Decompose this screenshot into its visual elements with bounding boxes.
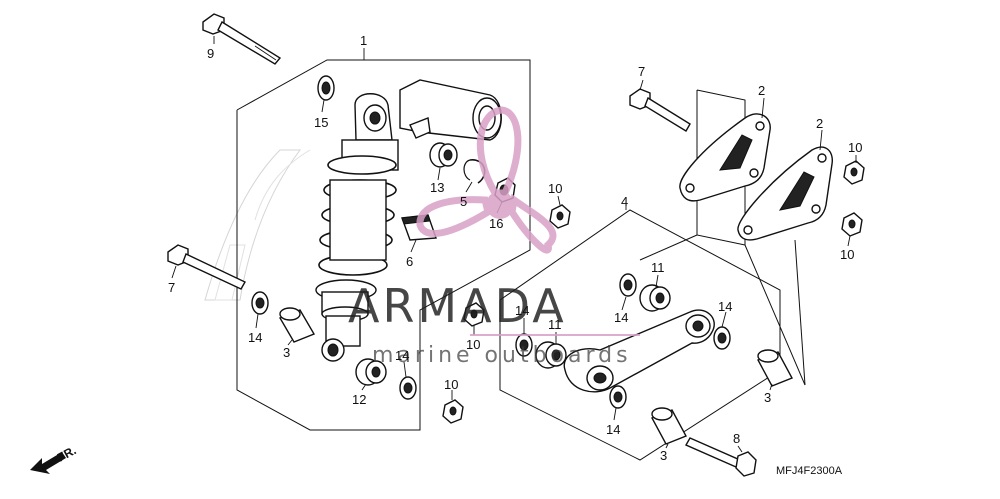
leader-lines <box>171 36 857 453</box>
nut-10-d <box>843 160 865 185</box>
assembly-box-1 <box>236 59 531 431</box>
watermark-tagline: marine outboards <box>372 343 632 368</box>
callout-9: 9 <box>207 46 214 61</box>
callout-3c: 3 <box>660 448 667 463</box>
callout-numbers: 1 2 2 3 3 3 4 5 6 7 7 8 9 10 10 10 10 10… <box>168 33 862 463</box>
callout-11b: 11 <box>548 317 562 332</box>
callout-2: 2 <box>758 83 765 98</box>
background-emblem <box>204 149 311 301</box>
shock-link-4 <box>563 309 715 393</box>
callout-4: 4 <box>621 194 628 209</box>
callout-5: 5 <box>460 194 467 209</box>
watermark-brand: ARMADA <box>348 279 567 333</box>
washer-14-f <box>609 385 627 409</box>
bearing-11-a <box>639 284 671 312</box>
watermark-logo <box>416 106 640 336</box>
nut-10-a <box>549 204 571 229</box>
callout-8: 8 <box>733 431 740 446</box>
callout-10e: 10 <box>444 377 458 392</box>
callout-10: 10 <box>548 181 562 196</box>
callout-7b: 7 <box>638 64 645 79</box>
callout-1: 1 <box>360 33 367 48</box>
callout-11: 11 <box>651 260 665 275</box>
collar-3-a <box>278 307 316 343</box>
callout-14: 14 <box>248 330 262 345</box>
callout-15: 15 <box>314 115 328 130</box>
callout-6: 6 <box>406 254 413 269</box>
callout-14c: 14 <box>515 303 529 318</box>
callout-13: 13 <box>430 180 444 195</box>
callout-10b: 10 <box>848 140 862 155</box>
washer-14-a <box>251 291 269 315</box>
washer-14-d <box>619 273 637 297</box>
bolt-8 <box>685 437 757 477</box>
callout-14d: 14 <box>614 310 628 325</box>
bolt-7-right <box>629 88 691 132</box>
collar-3-c <box>651 407 687 445</box>
bolt-7-left <box>167 244 246 290</box>
callout-7: 7 <box>168 280 175 295</box>
diagram-code: MFJ4F2300A <box>776 465 843 477</box>
callout-12: 12 <box>352 392 366 407</box>
callout-14e: 14 <box>718 299 732 314</box>
bearing-12 <box>355 358 387 386</box>
callout-3: 3 <box>283 345 290 360</box>
bracket-2-a <box>679 113 771 202</box>
washer-15 <box>317 75 335 101</box>
callout-14b: 14 <box>395 348 409 363</box>
bushing-13 <box>429 142 458 168</box>
callout-16: 16 <box>489 216 503 231</box>
collar-3-b <box>757 349 793 387</box>
callout-10d: 10 <box>466 337 480 352</box>
washer-14-e <box>713 326 731 350</box>
nut-10-c <box>442 399 464 424</box>
callout-14f: 14 <box>606 422 620 437</box>
bearing-11-b <box>535 341 567 369</box>
bracket-2-b <box>737 146 833 241</box>
nut-10-e <box>841 212 863 237</box>
callout-3b: 3 <box>764 390 771 405</box>
rear-shock-absorber <box>315 79 502 362</box>
nut-10-b <box>463 302 485 327</box>
callout-10c: 10 <box>840 247 854 262</box>
callout-2b: 2 <box>816 116 823 131</box>
washer-14-b <box>399 376 417 400</box>
bolt-9 <box>202 13 282 65</box>
front-direction-arrow: FR. <box>30 443 78 474</box>
